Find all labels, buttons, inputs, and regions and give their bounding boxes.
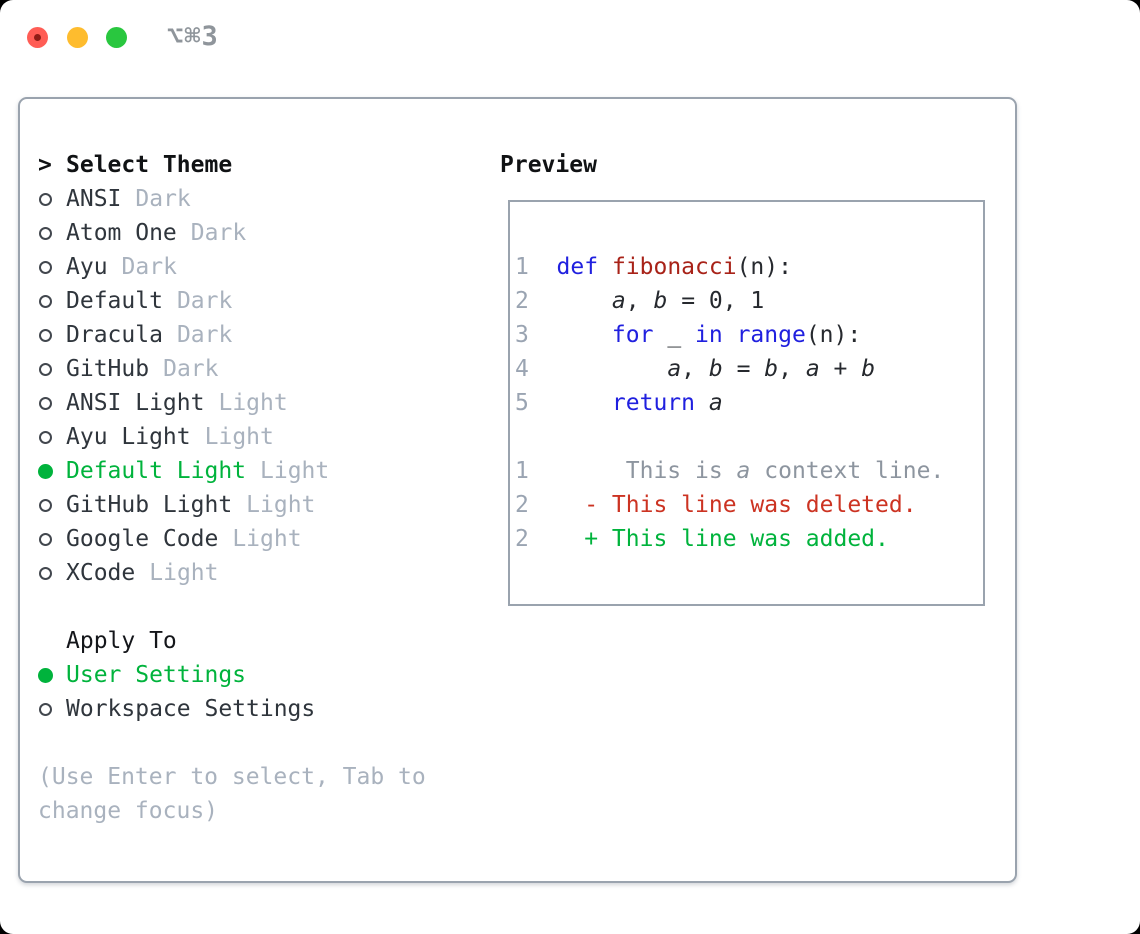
option-variant-label: Light <box>260 458 330 484</box>
unsaved-dot-icon <box>34 34 41 41</box>
theme-option[interactable]: GitHub Dark <box>38 352 426 386</box>
code-line: 1 This is a context line. <box>515 454 983 488</box>
option-variant-label: Dark <box>135 186 191 212</box>
code-line: 2 - This line was deleted. <box>515 488 983 522</box>
theme-option[interactable]: Default Light Light <box>38 454 426 488</box>
option-variant-label: Dark <box>176 288 233 314</box>
option-label: ANSI <box>66 186 122 212</box>
line-number: 2 <box>515 288 529 314</box>
help-text-line-2: change focus) <box>38 798 219 824</box>
option-label: GitHub Light <box>66 492 233 518</box>
line-number: 4 <box>515 356 529 382</box>
code-line: 3 for _ in range(n): <box>515 318 983 352</box>
line-number: 3 <box>515 322 529 348</box>
minimize-button[interactable] <box>67 27 88 48</box>
option-variant-label: Light <box>246 492 316 518</box>
radio-icon <box>39 226 52 240</box>
spacer <box>38 590 426 624</box>
code-line <box>515 420 983 454</box>
option-label: Atom One <box>66 220 177 246</box>
option-variant-label: Light <box>149 560 219 586</box>
spacer <box>38 726 426 760</box>
line-number: 5 <box>515 390 529 416</box>
focus-cursor-icon: > <box>38 152 52 178</box>
theme-option[interactable]: GitHub Light Light <box>38 488 426 522</box>
select-theme-header: > Select Theme <box>38 148 426 182</box>
option-variant-label: Light <box>204 424 274 450</box>
option-variant-label: Dark <box>176 322 233 348</box>
theme-option[interactable]: Ayu Light Light <box>38 420 426 454</box>
apply-to-header: Apply To <box>38 624 426 658</box>
radio-icon <box>39 294 52 308</box>
apply-to-title: Apply To <box>66 628 177 654</box>
theme-option[interactable]: Dracula Dark <box>38 318 426 352</box>
apply-option[interactable]: User Settings <box>38 658 426 692</box>
line-number: 2 <box>515 526 529 552</box>
preview-title: Preview <box>500 152 597 178</box>
radio-selected-icon <box>38 463 53 479</box>
radio-icon <box>39 498 52 512</box>
radio-icon <box>39 328 52 342</box>
radio-icon <box>39 396 52 410</box>
option-label: ANSI Light <box>66 390 205 416</box>
code-line: 2 + This line was added. <box>515 522 983 556</box>
option-label: XCode <box>66 560 136 586</box>
option-variant-label: Dark <box>190 220 247 246</box>
option-variant-label: Light <box>218 390 288 416</box>
theme-option[interactable]: Default Dark <box>38 284 426 318</box>
select-theme-title: Select Theme <box>66 152 233 178</box>
zoom-button[interactable] <box>106 27 127 48</box>
code-line: 2 a, b = 0, 1 <box>515 284 983 318</box>
apply-option[interactable]: Workspace Settings <box>38 692 426 726</box>
option-variant-label: Dark <box>121 254 177 280</box>
theme-option[interactable]: Atom One Dark <box>38 216 426 250</box>
code-line: 5 return a <box>515 386 983 420</box>
option-label: User Settings <box>66 662 247 688</box>
radio-icon <box>39 566 52 580</box>
theme-option[interactable]: Google Code Light <box>38 522 426 556</box>
option-label: GitHub <box>66 356 150 382</box>
radio-icon <box>39 260 52 274</box>
line-number: 1 <box>515 254 529 280</box>
theme-option[interactable]: ANSI Light Light <box>38 386 426 420</box>
option-variant-label: Light <box>232 526 302 552</box>
option-label: Default <box>66 288 163 314</box>
option-label: Default Light <box>66 458 247 484</box>
radio-icon <box>39 532 52 546</box>
theme-option[interactable]: XCode Light <box>38 556 426 590</box>
radio-icon <box>39 362 52 376</box>
option-label: Workspace Settings <box>66 696 316 722</box>
theme-option[interactable]: Ayu Dark <box>38 250 426 284</box>
code-line: 4 a, b = b, a + b <box>515 352 983 386</box>
theme-option[interactable]: ANSI Dark <box>38 182 426 216</box>
option-label: Ayu Light <box>66 424 191 450</box>
line-number: 1 <box>515 458 529 484</box>
radio-icon <box>39 430 52 444</box>
option-variant-label: Dark <box>163 356 219 382</box>
titlebar: ⌥⌘3 <box>0 0 1140 75</box>
option-label: Google Code <box>66 526 219 552</box>
radio-selected-icon <box>38 667 53 683</box>
radio-icon <box>39 702 52 716</box>
help-text-line-1: (Use Enter to select, Tab to <box>38 764 426 790</box>
keyboard-shortcut-label: ⌥⌘3 <box>167 21 219 52</box>
close-button[interactable] <box>27 27 48 48</box>
radio-icon <box>39 192 52 206</box>
line-number: 2 <box>515 492 529 518</box>
option-label: Ayu <box>66 254 108 280</box>
option-label: Dracula <box>66 322 163 348</box>
